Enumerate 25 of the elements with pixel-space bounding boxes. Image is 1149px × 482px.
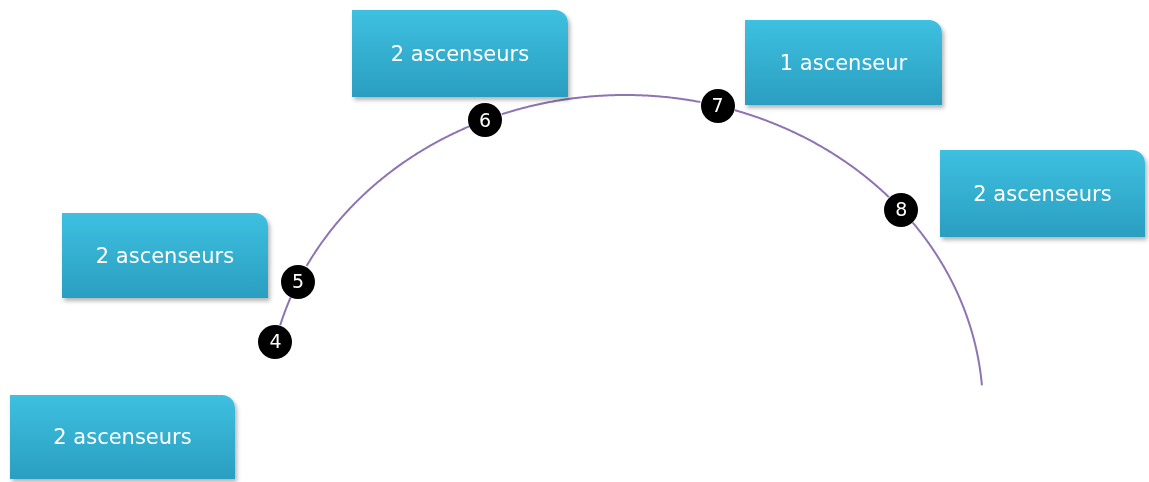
number-circle xyxy=(468,103,503,138)
box-label: 2 ascenseurs xyxy=(53,425,192,449)
box-label: 2 ascenseurs xyxy=(973,181,1112,206)
number-circle xyxy=(884,192,919,227)
label-box xyxy=(745,20,942,105)
box-label: 2 ascenseurs xyxy=(390,41,530,66)
arc-line xyxy=(733,109,890,199)
box-label: 2 ascenseurs xyxy=(95,243,235,268)
number-label: 6 xyxy=(479,110,492,130)
number-circle xyxy=(700,88,735,123)
label-box xyxy=(940,150,1145,237)
arc-line xyxy=(500,94,702,116)
number-label: 7 xyxy=(711,96,724,116)
number-label: 4 xyxy=(269,332,282,352)
number-label: 5 xyxy=(291,272,304,292)
number-label: 8 xyxy=(895,200,908,220)
number-circle xyxy=(280,264,315,299)
label-box xyxy=(352,10,568,97)
label-box xyxy=(62,213,268,298)
arc-line xyxy=(279,296,292,327)
number-circle xyxy=(258,324,293,359)
label-box xyxy=(10,395,235,479)
arc-line xyxy=(911,221,983,387)
box-label: 1 ascenseur xyxy=(779,50,908,75)
arc-line xyxy=(305,125,471,267)
